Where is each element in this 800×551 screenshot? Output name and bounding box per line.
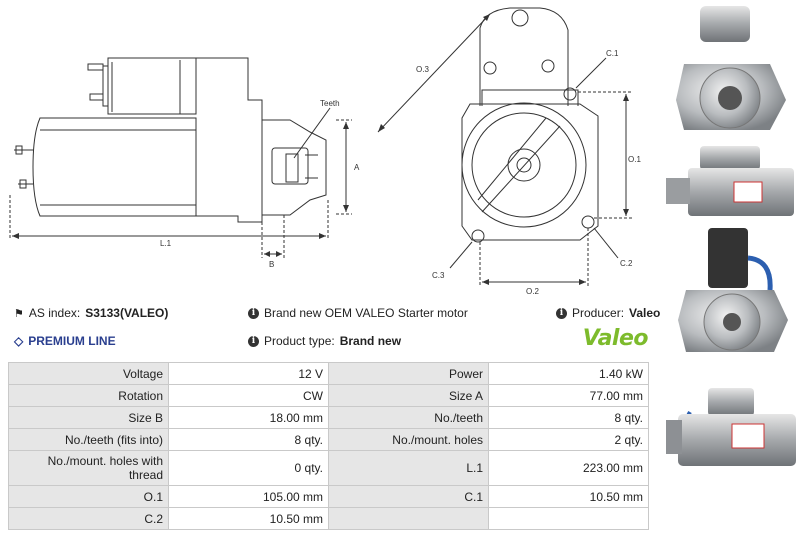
spec-value [488, 507, 649, 530]
info-icon: i [248, 307, 259, 319]
product-type: i Product type: Brand new [248, 334, 401, 348]
spec-label: Rotation [8, 384, 169, 407]
photo-side-view [666, 146, 794, 216]
photo-rear-view [678, 228, 788, 352]
table-row: No./teeth (fits into) 8 qty. No./mount. … [8, 428, 649, 451]
table-row: Rotation CW Size A 77.00 mm [8, 384, 649, 407]
spec-label [328, 507, 489, 530]
spec-value: 18.00 mm [168, 406, 329, 429]
label-c2: C.2 [620, 259, 633, 268]
spec-value: 8 qty. [168, 428, 329, 451]
product-type-value: Brand new [339, 334, 402, 348]
spec-value: 10.50 mm [488, 485, 649, 508]
label-o2: O.2 [526, 287, 539, 296]
table-row: O.1 105.00 mm C.1 10.50 mm [8, 485, 649, 508]
spec-value: 1.40 kW [488, 362, 649, 385]
spec-label: Power [328, 362, 489, 385]
spec-label: No./mount. holes [328, 428, 489, 451]
photo-angled-view [666, 388, 796, 466]
label-c3: C.3 [432, 271, 445, 280]
brand-text: Brand new OEM VALEO Starter motor [264, 306, 468, 320]
as-index: ⚑ AS index: S3133(VALEO) [14, 306, 168, 320]
spec-label: No./teeth [328, 406, 489, 429]
table-row: No./mount. holes with thread 0 qty. L.1 … [8, 450, 649, 486]
table-row: Size B 18.00 mm No./teeth 8 qty. [8, 406, 649, 429]
spec-value: 12 V [168, 362, 329, 385]
spec-value: CW [168, 384, 329, 407]
diamond-icon: ◇ [14, 334, 24, 348]
label-o1: O.1 [628, 155, 641, 164]
spec-label: Size A [328, 384, 489, 407]
spec-value: 8 qty. [488, 406, 649, 429]
producer-value: Valeo [629, 306, 661, 320]
table-row: C.2 10.50 mm [8, 507, 649, 530]
label-a: A [354, 163, 360, 172]
spec-label: O.1 [8, 485, 169, 508]
specs-table: Voltage 12 V Power 1.40 kW Rotation CW S… [8, 362, 649, 530]
as-index-label: AS index: [28, 306, 81, 320]
info-icon: i [556, 307, 567, 319]
spec-label: Voltage [8, 362, 169, 385]
label-l1: L.1 [160, 239, 172, 248]
as-index-value: S3133(VALEO) [85, 306, 169, 320]
spec-label: Size B [8, 406, 169, 429]
spec-label: No./teeth (fits into) [8, 428, 169, 451]
producer-label: Producer: [572, 306, 625, 320]
spec-value: 2 qty. [488, 428, 649, 451]
brand-description: i Brand new OEM VALEO Starter motor [248, 306, 468, 320]
table-row: Voltage 12 V Power 1.40 kW [8, 362, 649, 385]
spec-label: No./mount. holes with thread [8, 450, 169, 486]
label-b: B [269, 260, 274, 269]
valeo-logo: Valeo [582, 326, 649, 351]
spec-value: 10.50 mm [168, 507, 329, 530]
spec-value: 105.00 mm [168, 485, 329, 508]
spec-label: L.1 [328, 450, 489, 486]
label-teeth: Teeth [320, 99, 340, 108]
premium-line-text: PREMIUM LINE [28, 334, 116, 348]
producer: i Producer: Valeo [556, 306, 660, 320]
label-c1: C.1 [606, 49, 619, 58]
spec-value: 223.00 mm [488, 450, 649, 486]
premium-line-badge: ◇ PREMIUM LINE [14, 334, 116, 348]
technical-diagram: Teeth A B L.1 O.3 C.1 O.1 C.3 C.2 O.2 [9, 7, 641, 296]
info-icon: i [248, 335, 259, 347]
label-o3: O.3 [416, 65, 429, 74]
product-photos [660, 0, 800, 546]
product-type-label: Product type: [264, 334, 335, 348]
spec-value: 0 qty. [168, 450, 329, 486]
tag-icon: ⚑ [14, 307, 24, 320]
product-info: ⚑ AS index: S3133(VALEO) i Brand new OEM… [14, 306, 660, 354]
photo-front-view [676, 6, 786, 130]
spec-label: C.1 [328, 485, 489, 508]
spec-value: 77.00 mm [488, 384, 649, 407]
spec-label: C.2 [8, 507, 169, 530]
